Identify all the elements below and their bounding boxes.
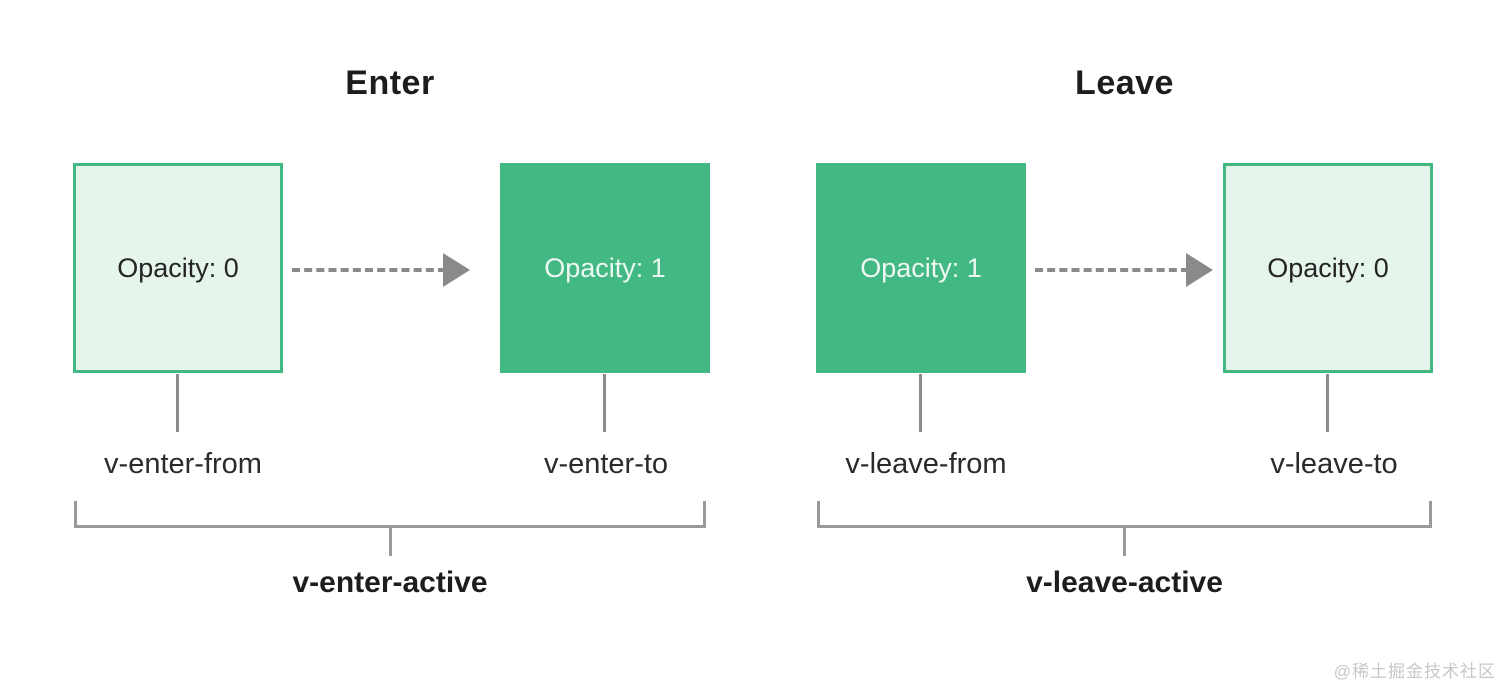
leave-from-label: v-leave-from bbox=[845, 448, 1007, 480]
leave-from-box-text: Opacity: 1 bbox=[860, 252, 982, 283]
arrow-dashed-line bbox=[292, 268, 446, 272]
leave-from-box: Opacity: 1 bbox=[816, 163, 1026, 373]
leave-to-box-text: Opacity: 0 bbox=[1267, 252, 1389, 283]
enter-transition-arrow bbox=[292, 253, 470, 287]
leave-to-label: v-leave-to bbox=[1270, 448, 1398, 480]
enter-from-box-text: Opacity: 0 bbox=[117, 252, 239, 283]
enter-active-bracket-stem bbox=[388, 528, 392, 556]
enter-from-box: Opacity: 0 bbox=[73, 163, 283, 373]
arrow-head-icon bbox=[1186, 253, 1213, 287]
enter-from-label: v-enter-from bbox=[104, 448, 262, 480]
leave-active-bracket bbox=[817, 501, 1432, 528]
enter-to-label: v-enter-to bbox=[543, 448, 669, 480]
enter-active-label: v-enter-active bbox=[292, 566, 488, 599]
leave-to-connector-line bbox=[1326, 374, 1329, 432]
enter-to-box: Opacity: 1 bbox=[500, 163, 710, 373]
enter-title: Enter bbox=[345, 64, 435, 102]
arrow-head-icon bbox=[443, 253, 470, 287]
enter-section: Enter Opacity: 0 Opacity: 1 v-enter-from… bbox=[73, 0, 710, 694]
leave-from-connector-line bbox=[919, 374, 922, 432]
leave-active-bracket-stem bbox=[1123, 528, 1126, 556]
enter-active-bracket bbox=[74, 501, 706, 528]
enter-from-connector-line bbox=[176, 374, 179, 432]
arrow-dashed-line bbox=[1035, 268, 1189, 272]
watermark-text: @稀土掘金技术社区 bbox=[1333, 662, 1496, 681]
leave-transition-arrow bbox=[1035, 253, 1213, 287]
leave-active-label: v-leave-active bbox=[1026, 566, 1223, 599]
enter-to-connector-line bbox=[603, 374, 606, 432]
leave-to-box: Opacity: 0 bbox=[1223, 163, 1433, 373]
leave-title: Leave bbox=[1075, 64, 1174, 102]
enter-to-box-text: Opacity: 1 bbox=[544, 252, 666, 283]
leave-section: Leave Opacity: 1 Opacity: 0 v-leave-from… bbox=[816, 0, 1433, 694]
